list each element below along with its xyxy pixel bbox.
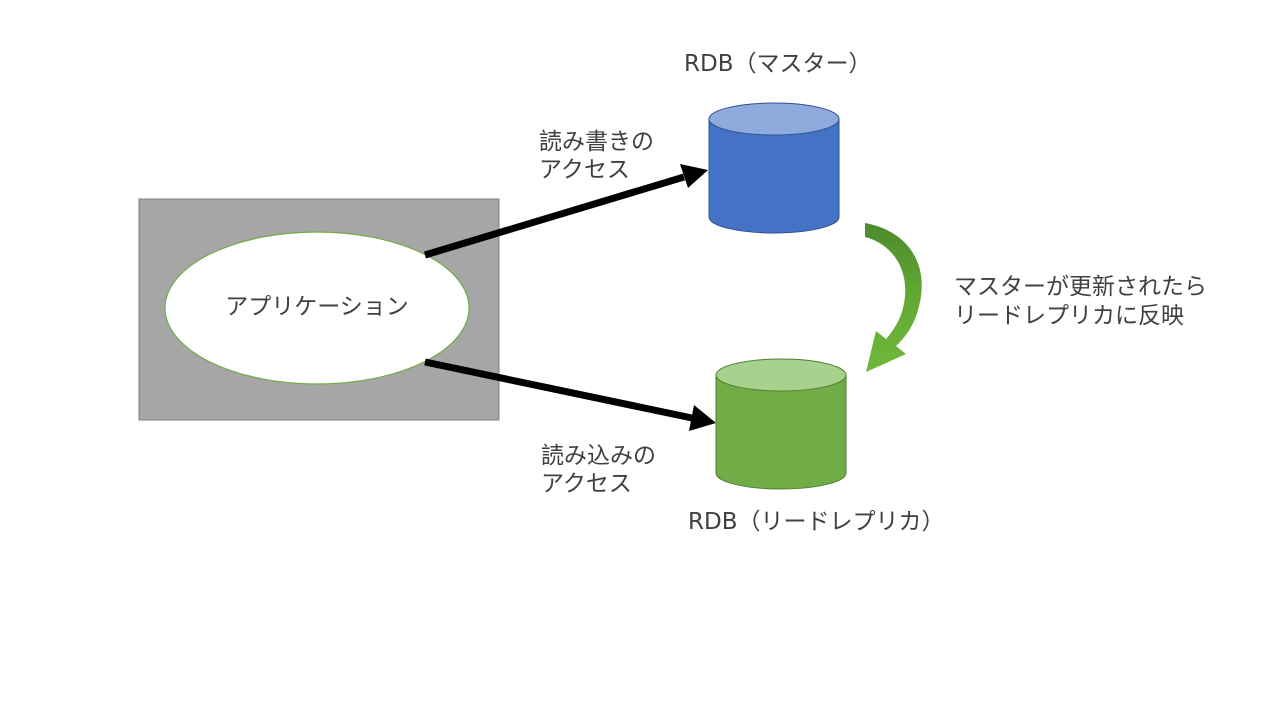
application-label: アプリケーション: [225, 294, 409, 320]
read-access-arrow: [424, 358, 716, 431]
replica-title: RDB（リードレプリカ）: [688, 509, 945, 535]
write-access-label-line2: アクセス: [539, 157, 630, 183]
write-access-arrow: [423, 164, 708, 259]
read-access-label-line2: アクセス: [541, 471, 632, 497]
read-access-label-line1: 読み込みの: [541, 443, 656, 469]
application-ellipse: [164, 231, 470, 385]
sync-label-line2: リードレプリカに反映: [954, 303, 1184, 329]
replica-database-cylinder: [715, 358, 847, 490]
sync-label-line1: マスターが更新されたら: [954, 274, 1207, 300]
master-database-cylinder: [708, 102, 840, 234]
write-access-label-line1: 読み書きの: [539, 129, 654, 155]
master-title: RDB（マスター）: [684, 51, 872, 77]
sync-curved-arrow: [865, 223, 922, 372]
